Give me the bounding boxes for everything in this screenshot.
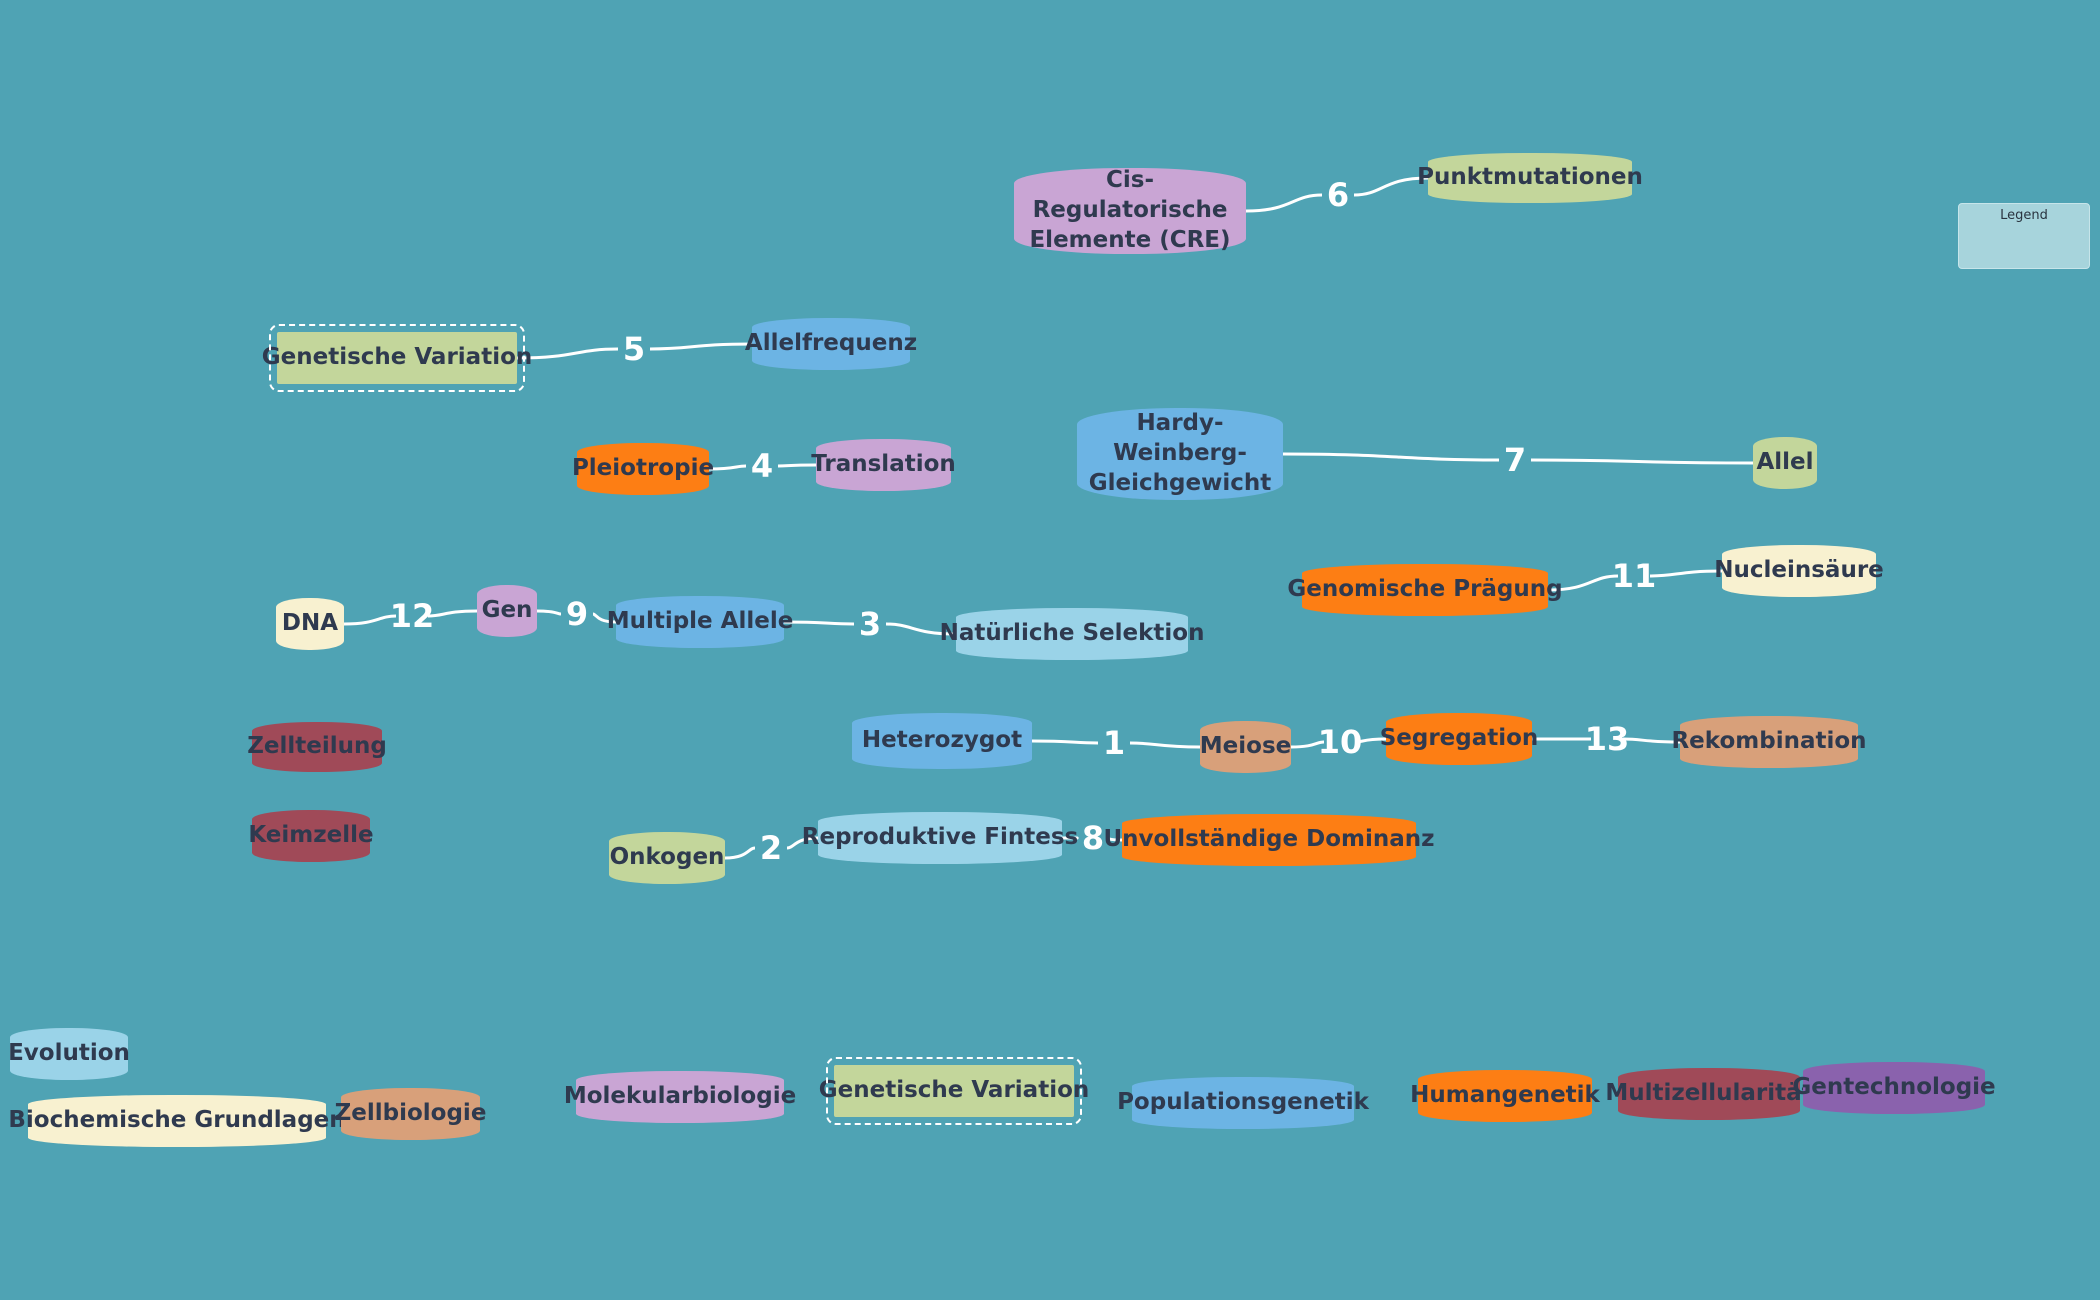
legend-panel[interactable]: Legend	[1958, 203, 2090, 269]
link-4-label[interactable]: 4	[750, 447, 774, 485]
node-genvar[interactable]: Genetische Variation	[262, 324, 532, 392]
node-natsel[interactable]: Natürliche Selektion	[940, 608, 1204, 660]
node-genom[interactable]: Genomische Prägung	[1287, 564, 1563, 616]
node-transl[interactable]: Translation	[811, 439, 956, 491]
node-meiose[interactable]: Meiose	[1200, 721, 1291, 773]
link-13-label[interactable]: 13	[1584, 720, 1630, 758]
link-11-label[interactable]: 11	[1611, 557, 1657, 595]
link-10-label[interactable]: 10	[1317, 723, 1363, 761]
node-cat-gentech[interactable]: Gentechnologie	[1792, 1062, 1996, 1114]
link-5-label[interactable]: 5	[622, 330, 646, 368]
link-8-label[interactable]: 8	[1081, 819, 1105, 857]
link-7-label[interactable]: 7	[1503, 441, 1527, 479]
node-cat-multizell[interactable]: Multizellularität	[1605, 1068, 1813, 1120]
node-allel[interactable]: Allel	[1753, 437, 1817, 489]
node-cat-evolution[interactable]: Evolution	[8, 1028, 130, 1080]
link-2-label[interactable]: 2	[759, 829, 783, 867]
link-6-label[interactable]: 6	[1326, 176, 1350, 214]
node-punkt[interactable]: Punktmutationen	[1417, 153, 1643, 203]
link-3-label[interactable]: 3	[858, 605, 882, 643]
node-nuclein[interactable]: Nucleinsäure	[1714, 545, 1884, 597]
link-1-label[interactable]: 1	[1102, 724, 1126, 762]
node-cat-biochem[interactable]: Biochemische Grundlagen	[8, 1095, 346, 1147]
node-cat-humangen[interactable]: Humangenetik	[1410, 1070, 1600, 1122]
node-segreg[interactable]: Segregation	[1380, 713, 1538, 765]
node-reprofit[interactable]: Reproduktive Fintess	[802, 812, 1078, 864]
node-hardy[interactable]: Hardy-Weinberg-Gleichgewicht	[1077, 408, 1283, 500]
node-cre[interactable]: Cis-Regulatorische Elemente (CRE)	[1014, 167, 1246, 254]
node-cat-popgen[interactable]: Populationsgenetik	[1117, 1077, 1369, 1129]
node-keimz[interactable]: Keimzelle	[248, 810, 374, 862]
link-9-label[interactable]: 9	[565, 595, 589, 633]
node-onkogen[interactable]: Onkogen	[609, 832, 725, 884]
node-dna[interactable]: DNA	[276, 598, 344, 650]
node-cat-genvar[interactable]: Genetische Variation	[819, 1057, 1089, 1125]
node-cat-zellbio[interactable]: Zellbiologie	[335, 1088, 486, 1140]
node-heterozygot[interactable]: Heterozygot	[852, 713, 1032, 769]
node-zellteil[interactable]: Zellteilung	[247, 722, 387, 772]
node-gen[interactable]: Gen	[477, 585, 537, 637]
node-pleio[interactable]: Pleiotropie	[572, 443, 714, 495]
link-12-label[interactable]: 12	[389, 597, 435, 635]
node-rekomb[interactable]: Rekombination	[1671, 716, 1867, 768]
node-allelfreq[interactable]: Allelfrequenz	[745, 318, 917, 370]
node-unvoll[interactable]: Unvollständige Dominanz	[1104, 814, 1435, 866]
legend-title: Legend	[2000, 208, 2048, 223]
node-multi[interactable]: Multiple Allele	[607, 596, 793, 648]
node-cat-molbio[interactable]: Molekularbiologie	[564, 1071, 796, 1123]
